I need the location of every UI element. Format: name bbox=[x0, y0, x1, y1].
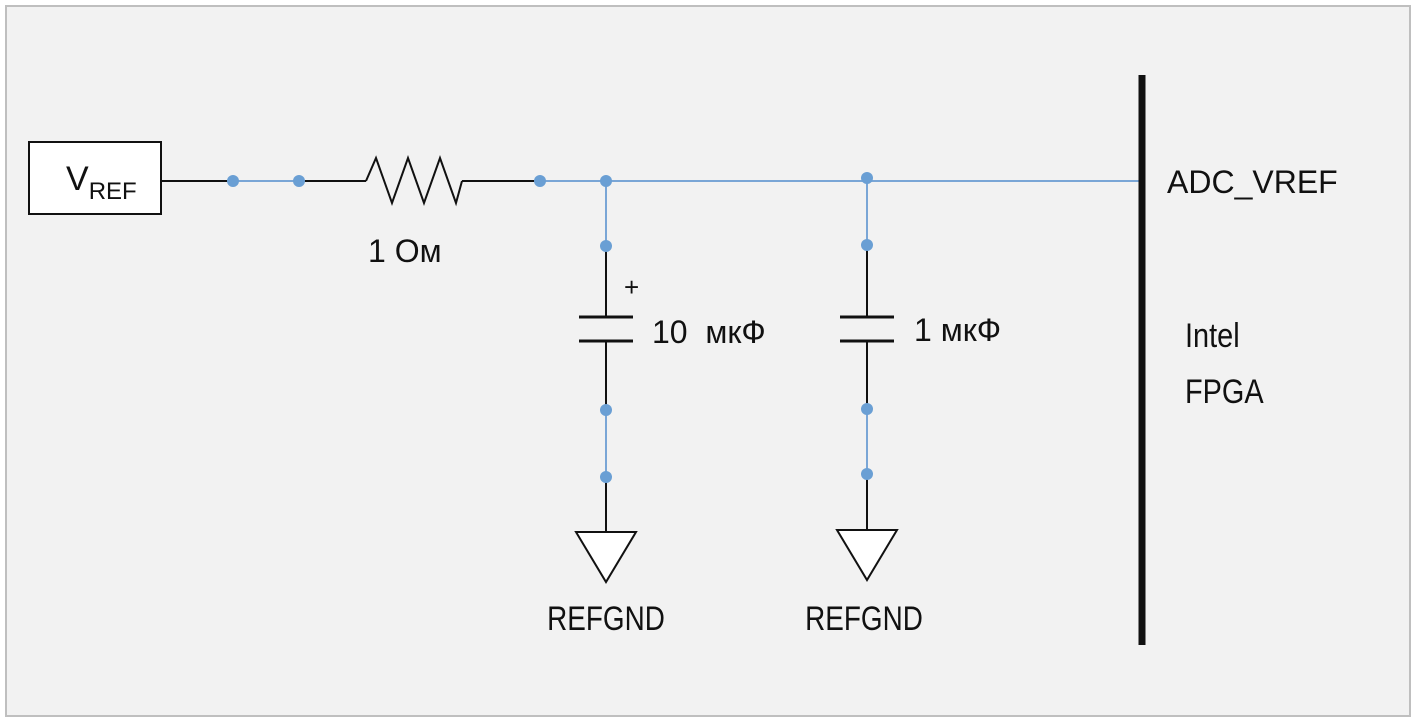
capacitor-branch-2: 1 мкФ REFGND bbox=[805, 181, 1001, 638]
node bbox=[861, 239, 873, 251]
node bbox=[534, 175, 546, 187]
resistor-label: 1 Ом bbox=[368, 233, 442, 269]
ground1-label: REFGND bbox=[547, 599, 665, 637]
resistor-symbol bbox=[365, 155, 463, 207]
node bbox=[600, 240, 612, 252]
ground1-symbol bbox=[574, 531, 638, 584]
node bbox=[600, 175, 612, 187]
capacitor-branch-1: + 10 мкФ REFGND bbox=[547, 181, 766, 638]
diagram-background bbox=[5, 5, 1411, 717]
node bbox=[293, 175, 305, 187]
wire-nodes bbox=[227, 172, 873, 483]
cap1-polarity: + bbox=[624, 272, 639, 302]
vref-label-main: V bbox=[66, 160, 89, 198]
cap2-label: 1 мкФ bbox=[914, 312, 1001, 348]
ground2-label: REFGND bbox=[805, 599, 923, 637]
vref-source: VREF bbox=[28, 141, 162, 215]
vref-label-sub: REF bbox=[89, 178, 137, 205]
vref-source-box bbox=[28, 141, 162, 215]
ground2-symbol bbox=[835, 529, 899, 582]
device-label-line1: Intel bbox=[1185, 316, 1240, 355]
vref-label: VREF bbox=[66, 160, 137, 205]
node bbox=[861, 468, 873, 480]
node bbox=[600, 404, 612, 416]
node bbox=[227, 175, 239, 187]
node bbox=[861, 403, 873, 415]
node bbox=[600, 471, 612, 483]
cap1-label: 10 мкФ bbox=[652, 314, 766, 350]
node bbox=[861, 172, 873, 184]
adc-vref-label: ADC_VREF bbox=[1167, 164, 1338, 200]
device-label-line2: FPGA bbox=[1185, 372, 1264, 411]
